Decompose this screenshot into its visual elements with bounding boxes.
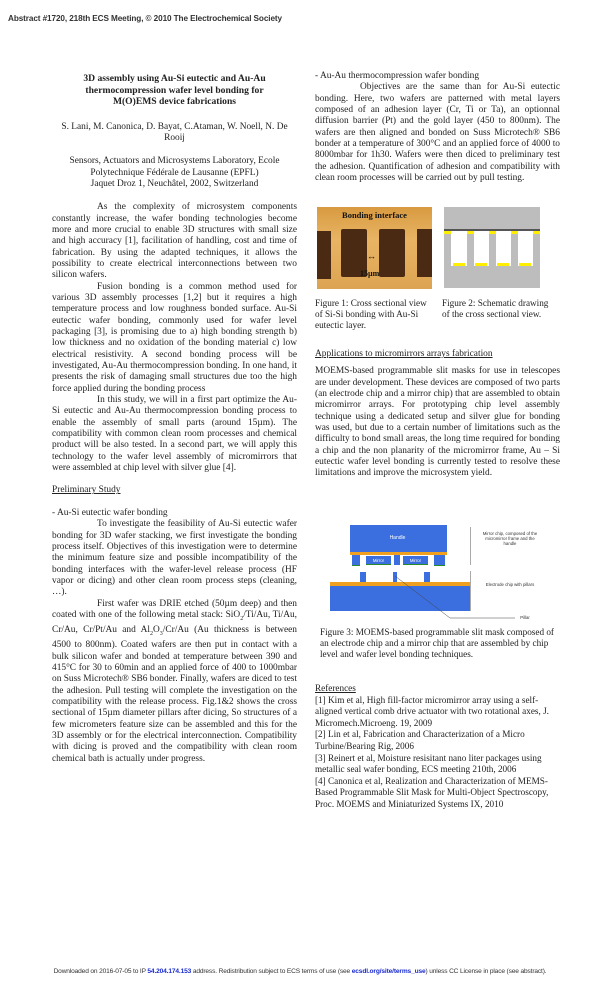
pillar	[444, 231, 451, 266]
handle-label: Handle	[389, 535, 406, 541]
applications-section: Applications to micromirrors arrays fabr…	[315, 349, 560, 480]
electrode-substrate	[330, 586, 470, 611]
brace	[466, 571, 471, 611]
mirror-label: Mirror	[409, 558, 422, 563]
electrode-chip-label: Electrode chip with pillars	[485, 582, 535, 587]
text: O	[152, 625, 160, 636]
frame	[352, 555, 360, 566]
pillar-label: Pillar	[520, 615, 530, 620]
subheading-ausi: - Au-Si eutectic wafer bonding	[52, 507, 168, 518]
body-paragraph: First wafer was DRIE etched (50µm deep) …	[52, 599, 297, 766]
figure-2-caption: Figure 2: Schematic drawing of the cross…	[442, 298, 549, 320]
footer-text: ) unless CC License in place (see abstra…	[425, 968, 547, 975]
handle-block	[350, 525, 447, 552]
section-heading-preliminary: Preliminary Study	[52, 485, 121, 496]
section-heading-applications: Applications to micromirrors arrays fabr…	[315, 349, 493, 359]
footer-text: address. Redistribution subject to ECS t…	[191, 968, 352, 975]
references-section: References [1] Kim et al, High fill-fact…	[315, 683, 558, 811]
body-paragraph: Objectives are the same than for Au-Si e…	[315, 82, 560, 184]
pillar	[417, 229, 432, 277]
pillar	[533, 231, 540, 266]
right-column-top: - Au-Au thermocompression wafer bonding …	[315, 71, 560, 184]
authors: S. Lani, M. Canonica, D. Bayat, C.Ataman…	[61, 121, 288, 143]
intro-paragraph: As the complexity of microsystem compone…	[52, 202, 297, 281]
gold-pad-bottom	[519, 263, 531, 266]
mirror-chip-label: Mirror chip, composed of the micromirror…	[482, 531, 538, 546]
subscript: 3	[159, 631, 163, 637]
electrode-oxide	[330, 582, 470, 586]
bonding-interface-label: Bonding interface	[342, 210, 407, 220]
mirror-block	[403, 556, 428, 565]
electrode-pillar	[360, 572, 366, 582]
reference-item: [2] Lin et al, Fabrication and Character…	[315, 729, 525, 751]
pillar	[341, 229, 367, 277]
gold-pad-bottom	[453, 263, 465, 266]
pillar	[467, 231, 474, 266]
bond-line	[444, 229, 540, 231]
top-wafer	[444, 207, 540, 229]
mirror-block	[366, 556, 391, 565]
intro-paragraph: Fusion bonding is a common method used f…	[52, 281, 297, 394]
electrode-pillar	[393, 572, 397, 582]
frame	[394, 555, 400, 565]
text: First wafer was DRIE etched (50µm deep) …	[52, 598, 297, 620]
gold-pad-top	[533, 231, 540, 234]
pillar	[379, 229, 405, 277]
gold-pad-top	[444, 231, 451, 234]
gold-pad-bottom	[497, 263, 509, 266]
gold-pad-top	[467, 231, 474, 234]
subscript: 2	[240, 615, 244, 622]
mirror-label: Mirror	[372, 558, 385, 563]
download-footer: Downloaded on 2016-07-05 to IP 54.204.17…	[0, 968, 600, 975]
frame	[434, 555, 445, 566]
affiliation-line: Sensors, Actuators and Microsystems Labo…	[69, 156, 280, 167]
references-heading: References	[315, 683, 356, 693]
figure-2-schematic	[444, 207, 540, 288]
reference-item: [4] Canonica et al, Realization and Char…	[315, 775, 549, 809]
page-header: Abstract #1720, 218th ECS Meeting, © 201…	[8, 14, 282, 23]
pillar	[511, 231, 518, 266]
subheading-auau: - Au-Au thermocompression wafer bonding	[315, 71, 480, 81]
left-column: 3D assembly using Au-Si eutectic and Au-…	[52, 73, 297, 765]
scale-label: 15µm	[360, 269, 380, 278]
pillar-pointer-line	[394, 575, 515, 619]
figure-1-caption: Figure 1: Cross sectional view of Si-Si …	[315, 298, 427, 331]
pillar	[489, 231, 496, 266]
reference-item: [3] Reinert et al, Moisture resisitant n…	[315, 752, 542, 775]
pillar	[317, 231, 331, 279]
bottom-wafer	[444, 266, 540, 288]
oxide-layer	[350, 552, 447, 555]
text: /Ti/Au, Ti/Au, Cr/Au, Cr/Pt/Au and Al	[52, 609, 298, 636]
body-paragraph: To investigate the feasibility of Au-Si …	[52, 519, 297, 598]
footer-text: Downloaded on 2016-07-05 to IP	[53, 968, 148, 975]
paper-title: 3D assembly using Au-Si eutectic and Au-…	[83, 73, 266, 107]
electrode-pillar	[424, 572, 430, 582]
gold-pad-bottom	[475, 263, 487, 266]
affiliation-line: Polytechnique Fédérale de Lausanne (EPFL…	[90, 167, 259, 178]
figure-3-diagram: Handle Mirror Mirror Mirror chip, compos…	[330, 525, 555, 620]
body-paragraph: MOEMS-based programmable slit masks for …	[315, 366, 560, 479]
affiliation-line: Jaquet Droz 1, Neuchâtel, 2002, Switzerl…	[90, 178, 259, 189]
gold-pad-top	[511, 231, 518, 234]
figure-3-caption: Figure 3: MOEMS-based programmable slit …	[320, 627, 554, 660]
figure-1-micrograph: Bonding interface ↔ 15µm	[317, 207, 432, 289]
terms-link[interactable]: ecsdl.org/site/terms_use	[351, 968, 426, 975]
arrow-icon: ↔	[367, 251, 376, 261]
text: /Cr/Au (Au thickness is between 4500 to …	[52, 625, 298, 764]
subscript: 2	[149, 631, 153, 637]
intro-paragraph: In this study, we will in a first part o…	[52, 395, 297, 474]
affiliation: Sensors, Actuators and Microsystems Labo…	[52, 156, 297, 190]
brace	[466, 527, 471, 565]
reference-item: [1] Kim et al, High fill-factor micromir…	[315, 694, 549, 728]
ip-address: 54.204.174.153	[147, 968, 192, 975]
gold-pad-top	[489, 231, 496, 234]
